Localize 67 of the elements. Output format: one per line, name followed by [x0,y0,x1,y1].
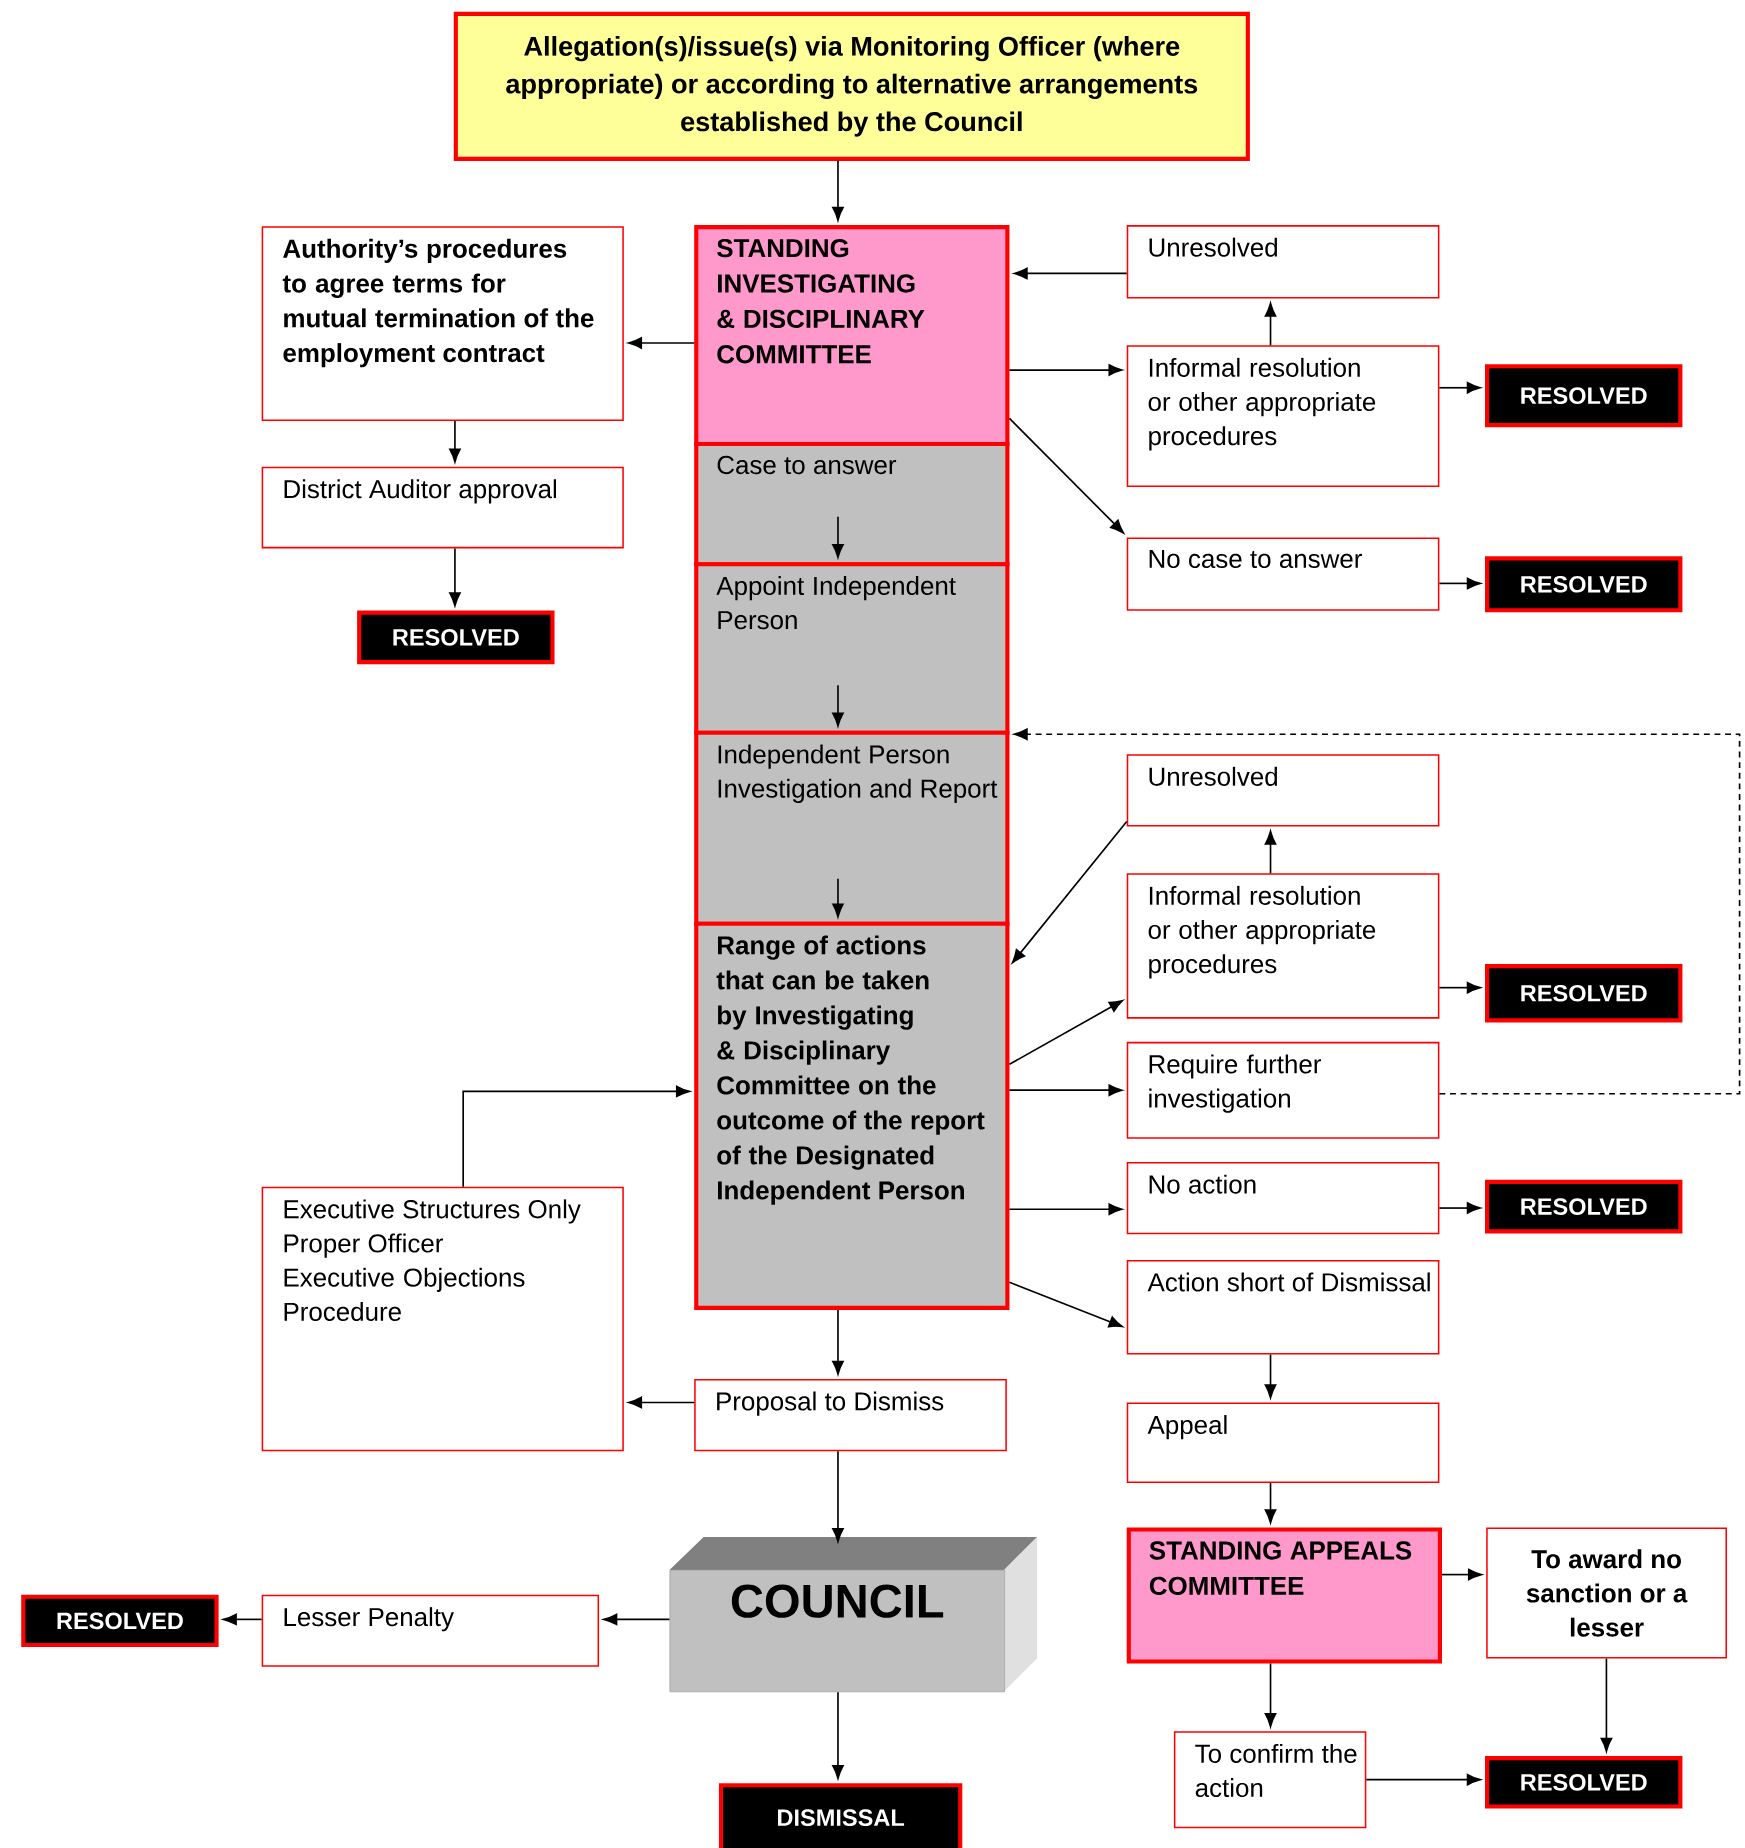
resolved-box: RESOLVED [1484,964,1683,1023]
committee-box: STANDING APPEALS COMMITTEE [1126,1527,1442,1664]
arrow [448,547,461,607]
procedure-box: Executive Structures Only Proper Officer Executive Objections Procedure [261,1186,624,1452]
arrow [627,1396,695,1409]
process-box: District Auditor approval [261,466,624,549]
arrow [627,337,695,349]
arrow [1264,1353,1277,1399]
arrow [831,1309,844,1375]
arrow [462,1085,690,1188]
arrow [1264,1482,1277,1524]
process-box: Case to answer [693,441,1010,567]
procedure-box: Authority’s procedures to agree terms for mutual termination of the employment contract [261,226,624,422]
arrow [1013,267,1128,280]
arrow [448,420,461,463]
arrow [1365,1773,1481,1786]
arrow [831,903,844,918]
outcome-box: To confirm the action [1173,1731,1367,1829]
process-box: Independent Person Investigation and Report [693,730,1010,926]
arrow [1440,1568,1482,1581]
arrow [831,543,844,558]
outcome-box: Action short of Dismissal [1126,1259,1440,1355]
arrow [1438,981,1481,994]
resolved-box: RESOLVED [1484,364,1683,428]
arrow [831,160,844,221]
process-box: Appoint Independent Person [693,562,1010,735]
outcome-box: No case to answer [1126,537,1440,611]
process-box: Appeal [1126,1402,1440,1483]
arrow [1011,820,1128,964]
outcome-box: Unresolved [1126,754,1440,827]
outcome-box: Informal resolution or other appropriate procedures [1126,345,1440,488]
resolved-box: RESOLVED [1484,1756,1683,1809]
arrow [1264,830,1277,875]
outcome-box: No action [1126,1162,1440,1235]
arrow [1438,1202,1481,1214]
arrow [1013,728,1741,1095]
arrow [603,1613,671,1626]
arrow [222,1613,263,1626]
arrow [1600,1657,1612,1752]
council-block: COUNCIL [669,1536,1037,1693]
outcome-box: Require further investigation [1126,1041,1440,1139]
arrow [1438,577,1481,590]
outcome-box: Unresolved [1126,225,1440,299]
resolved-box: RESOLVED [1484,556,1683,613]
arrow [831,1450,844,1543]
committee-box: STANDING INVESTIGATING & DISCIPLINARY COMMITTEE [693,225,1010,447]
arrow [1008,1084,1123,1097]
process-box: Range of actions that can be taken by Investigating & Disciplinary Committee on the outcome of the report of the Designated Independent Person [693,921,1010,1310]
allegation-box: Allegation(s)/issue(s) via Monitoring Officer (where appropriate) or according to alternative arrangements established by the Council [453,11,1250,161]
arrow [831,712,844,727]
resolved-box: RESOLVED [1484,1179,1683,1234]
arrow [1438,381,1481,394]
resolved-box: RESOLVED [20,1594,219,1648]
arrow [831,1691,844,1779]
outcome-box: Informal resolution or other appropriate procedures [1126,873,1440,1019]
arrow [1264,1662,1277,1728]
arrow [1008,1203,1123,1216]
process-box: Proposal to Dismiss [693,1378,1007,1452]
outcome-box: To award no sanction or a lesser [1485,1527,1727,1659]
resolved-box: RESOLVED [356,610,555,665]
dismissal-box: DISMISSAL [718,1783,963,1848]
arrow [1008,364,1123,376]
arrow [1008,1281,1123,1328]
outcome-box: Lesser Penalty [261,1594,599,1667]
arrow [1008,999,1123,1066]
arrow [1008,417,1124,534]
arrow [1264,302,1277,347]
